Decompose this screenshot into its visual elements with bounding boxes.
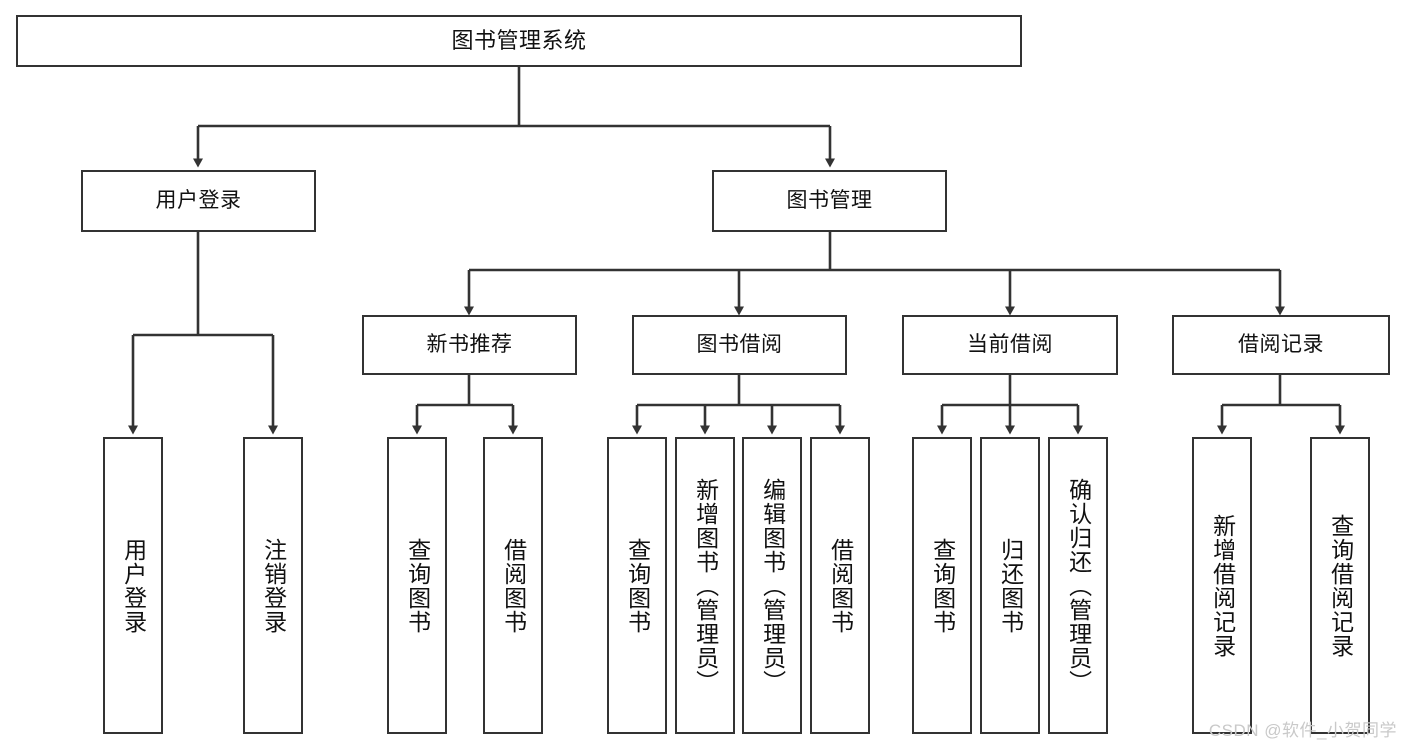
node-label: 用户登录 [120, 537, 147, 634]
node-label: 查询图书 [404, 537, 431, 634]
node-new-book-recommend[interactable]: 新书推荐 [362, 315, 577, 375]
leaf-current-confirm-return[interactable]: 确认归还（管理员） [1048, 437, 1108, 734]
leaf-recommend-query-book[interactable]: 查询图书 [387, 437, 447, 734]
node-label: 图书管理系统 [451, 28, 587, 54]
node-label: 确认归还（管理员） [1065, 477, 1092, 694]
node-root-system[interactable]: 图书管理系统 [16, 15, 1022, 67]
leaf-borrow-add-book[interactable]: 新增图书（管理员） [675, 437, 735, 734]
node-borrow-record[interactable]: 借阅记录 [1172, 315, 1390, 375]
node-label: 借阅记录 [1238, 332, 1324, 356]
node-book-borrow[interactable]: 图书借阅 [632, 315, 847, 375]
node-label: 查询图书 [624, 537, 651, 634]
leaf-borrow-edit-book[interactable]: 编辑图书（管理员） [742, 437, 802, 734]
leaf-borrow-borrow-book[interactable]: 借阅图书 [810, 437, 870, 734]
node-label: 新增图书（管理员） [692, 477, 719, 694]
node-label: 新书推荐 [426, 332, 513, 356]
node-label: 查询图书 [929, 537, 956, 634]
csdn-watermark: CSDN @软件_小贺同学 [1208, 721, 1397, 740]
leaf-user-login-login[interactable]: 用户登录 [103, 437, 163, 734]
node-book-management[interactable]: 图书管理 [712, 170, 947, 232]
node-label: 图书借阅 [696, 332, 783, 356]
node-current-borrow[interactable]: 当前借阅 [902, 315, 1118, 375]
node-label: 新增借阅记录 [1209, 513, 1236, 658]
leaf-record-add-record[interactable]: 新增借阅记录 [1192, 437, 1252, 734]
node-label: 编辑图书（管理员） [759, 477, 786, 694]
leaf-borrow-query-book[interactable]: 查询图书 [607, 437, 667, 734]
leaf-current-query-book[interactable]: 查询图书 [912, 437, 972, 734]
node-label: 归还图书 [997, 537, 1024, 634]
node-label: 查询借阅记录 [1327, 513, 1354, 658]
node-label: 图书管理 [786, 188, 873, 212]
node-label: 当前借阅 [967, 332, 1053, 356]
node-user-login[interactable]: 用户登录 [81, 170, 316, 232]
node-label: 注销登录 [260, 537, 287, 634]
leaf-current-return-book[interactable]: 归还图书 [980, 437, 1040, 734]
leaf-user-login-logout[interactable]: 注销登录 [243, 437, 303, 734]
node-label: 用户登录 [155, 188, 242, 212]
leaf-recommend-borrow-book[interactable]: 借阅图书 [483, 437, 543, 734]
leaf-record-query-record[interactable]: 查询借阅记录 [1310, 437, 1370, 734]
node-label: 借阅图书 [500, 537, 527, 634]
node-label: 借阅图书 [827, 537, 854, 634]
